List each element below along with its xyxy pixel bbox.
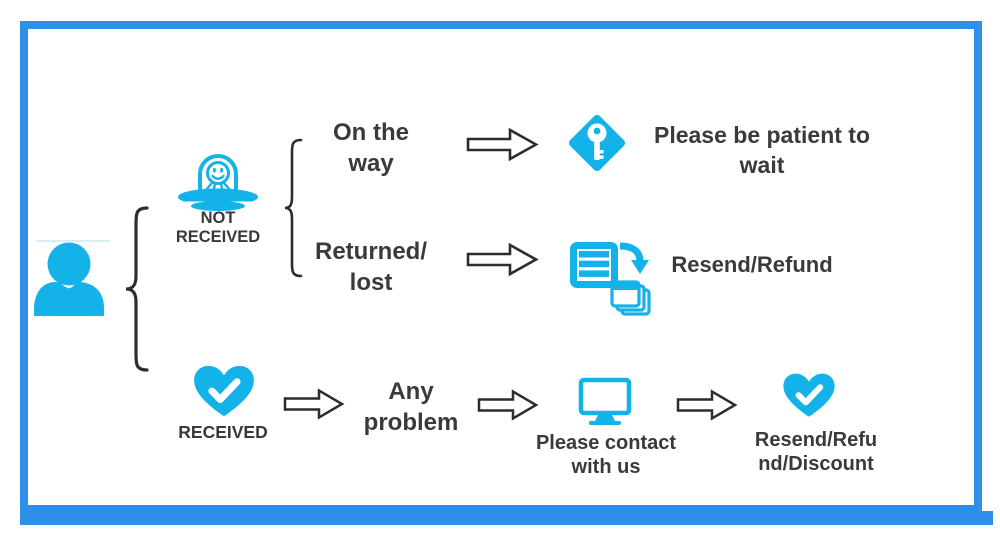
resend-documents-icon — [570, 242, 651, 316]
received-label: RECEIVED — [178, 422, 268, 442]
not-received-label: NOT RECEIVED — [175, 209, 261, 246]
outcome-resend-refund-discount: Resend/Refu nd/Discount — [754, 429, 878, 475]
outcome-resend-refund: Resend/Refund — [671, 252, 833, 277]
key-diamond-icon — [568, 114, 626, 172]
alien-ufo-icon — [178, 154, 258, 211]
condition-any-problem: Any problem — [363, 378, 459, 437]
decor-line — [36, 240, 110, 242]
outcome-patient-wait: Please be patient to wait — [653, 122, 871, 178]
step-contact-us: Please contact with us — [535, 432, 677, 478]
arrow-right-icon — [283, 388, 345, 420]
person-icon — [34, 242, 104, 316]
arrow-right-icon — [477, 389, 539, 421]
heart-check-icon — [194, 365, 254, 417]
arrow-right-icon — [676, 389, 738, 421]
condition-returned-lost: Returned/ lost — [314, 238, 428, 297]
diagram-border — [20, 21, 982, 513]
arrow-right-icon — [466, 242, 539, 277]
small-curly-brace — [284, 138, 303, 278]
heart-check-icon — [783, 373, 835, 417]
big-curly-brace — [125, 206, 149, 372]
bottom-accent-bar — [20, 511, 993, 525]
condition-on-the-way: On the way — [333, 119, 409, 178]
monitor-icon — [578, 377, 632, 425]
arrow-right-icon — [466, 127, 539, 162]
